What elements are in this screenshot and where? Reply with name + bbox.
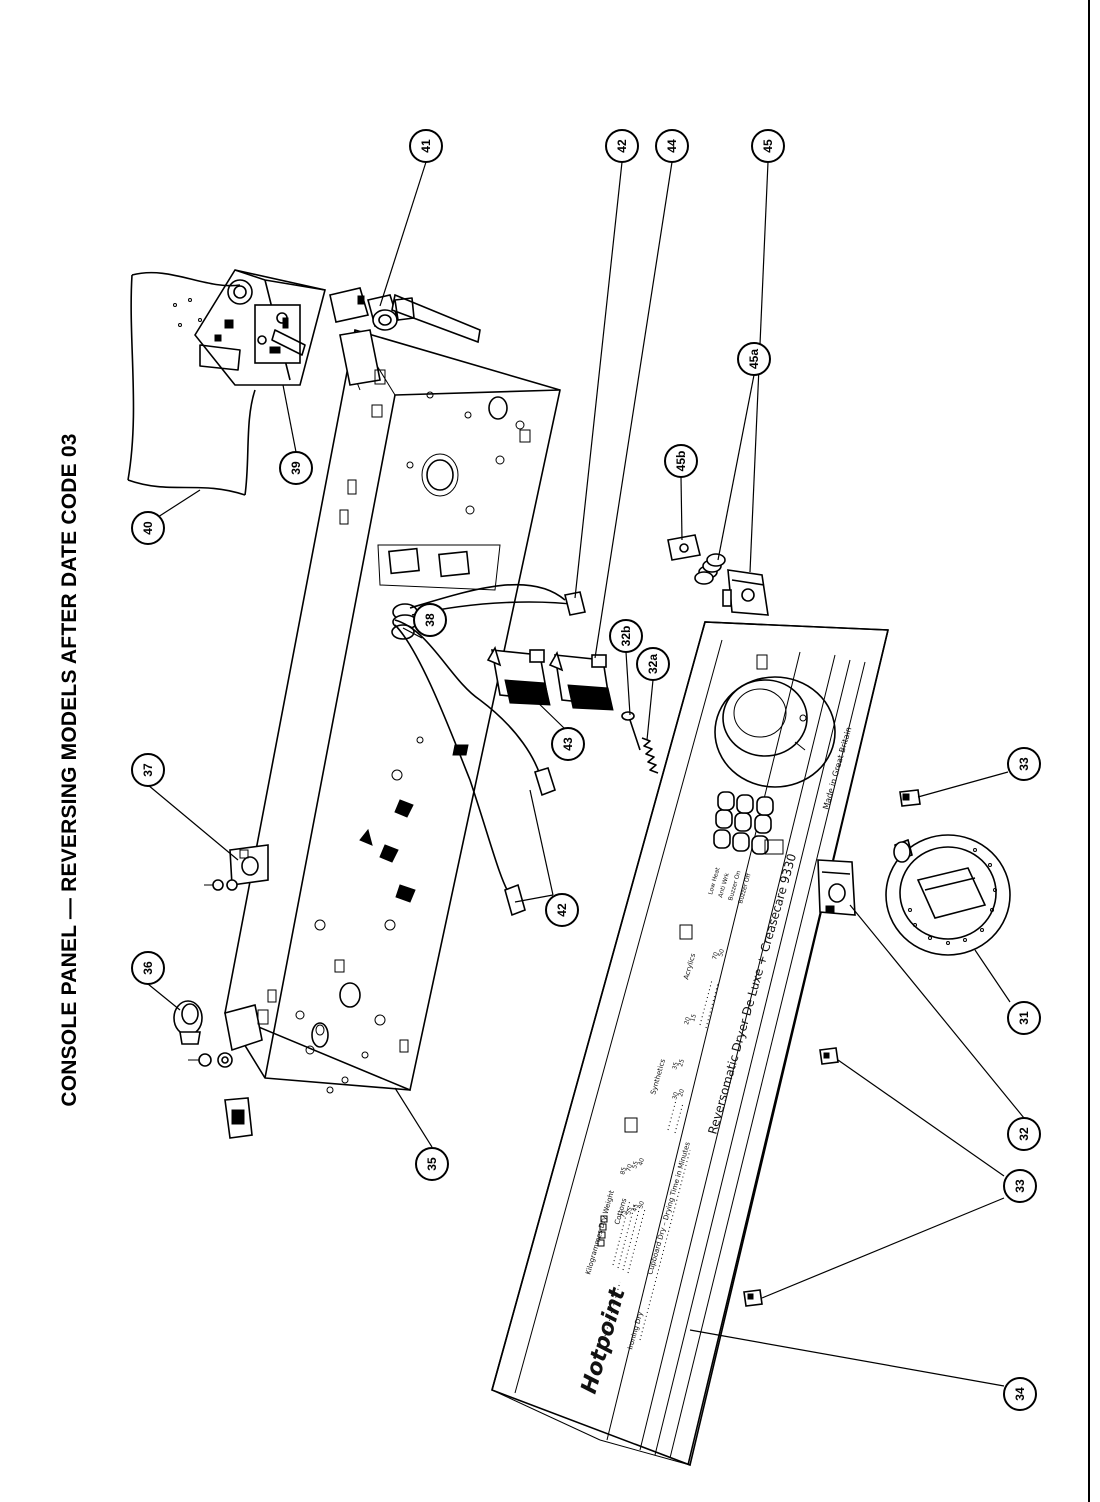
- acrylics-time-2: 50: [717, 948, 726, 957]
- callout-44-label: 44: [665, 139, 679, 153]
- cottons-time-b3: 45: [631, 1203, 640, 1212]
- metal-chassis-bracket: [224, 328, 561, 1094]
- callout-32-label: 32: [1017, 1127, 1031, 1141]
- part-32b-screw: [621, 711, 641, 751]
- cottons-time-3: 55: [631, 1160, 640, 1169]
- cottons-time-4: 40: [637, 1157, 646, 1166]
- synthetics-time-2: 25: [677, 1058, 686, 1067]
- callout-45-label: 45: [761, 139, 775, 153]
- cottons-times: 85 70 55 40 75 55 45 30: [619, 1157, 646, 1218]
- part-32a-spring: [641, 737, 659, 774]
- cottons-time-b1: 75: [619, 1209, 628, 1218]
- part-40-diagram-sheet: [127, 271, 256, 496]
- cottons-time-b2: 55: [625, 1206, 634, 1215]
- callout-32a: 32a: [636, 647, 670, 681]
- synthetics-time-4: 15: [689, 1013, 698, 1022]
- part-45-switch-body: [722, 569, 769, 616]
- callout-31-label: 31: [1017, 1011, 1031, 1025]
- part-32-push-button: [817, 859, 856, 916]
- part-33-clip-3: [743, 1289, 763, 1307]
- callout-42b: 42: [545, 893, 579, 927]
- acrylics-times: 70 50: [711, 948, 726, 960]
- callout-33a: 33: [1007, 747, 1041, 781]
- part-45a-spring: [694, 553, 726, 585]
- leader-lines: [147, 161, 1025, 1387]
- callout-33b: 33: [1003, 1169, 1037, 1203]
- callout-45a: 45a: [737, 342, 771, 376]
- cottons-time-2: 70: [625, 1163, 634, 1172]
- callout-43-label: 43: [561, 737, 575, 751]
- part-38-grommet-harness: [391, 583, 586, 917]
- page-edge-line: [1088, 0, 1090, 1502]
- synthetics-time-3: 20: [683, 1016, 692, 1025]
- part-31-dial-knob: [885, 834, 1011, 956]
- callout-39: 39: [279, 451, 313, 485]
- cottons-time-1: 85: [619, 1166, 628, 1175]
- synthetics-time-1: 35: [671, 1061, 680, 1070]
- callout-45: 45: [751, 129, 785, 163]
- part-33-clip-2: [819, 1047, 839, 1065]
- callout-34-label: 34: [1013, 1387, 1027, 1401]
- callout-36-label: 36: [141, 961, 155, 975]
- callout-32a-label: 32a: [646, 654, 660, 674]
- callout-33b-label: 33: [1013, 1179, 1027, 1193]
- callout-42a: 42: [605, 129, 639, 163]
- synthetics-time-b1: 30: [671, 1091, 680, 1100]
- part-36-clip: [224, 1097, 253, 1139]
- callout-41: 41: [409, 129, 443, 163]
- synthetics-time-b2: 20: [677, 1088, 686, 1097]
- dotted-rows: [603, 979, 719, 1341]
- callout-42b-label: 42: [555, 903, 569, 917]
- callout-35: 35: [415, 1147, 449, 1181]
- callout-40-label: 40: [141, 521, 155, 535]
- part-45b-plate: [667, 534, 701, 561]
- callout-37-label: 37: [141, 763, 155, 777]
- callout-32b-label: 32b: [619, 626, 633, 647]
- part-39-timer: [194, 269, 326, 386]
- console-panel: Hotpoint Reversomatic Dryer De Luxe + Cr…: [491, 621, 890, 1467]
- callout-44: 44: [655, 129, 689, 163]
- callout-32b: 32b: [609, 619, 643, 653]
- callout-43: 43: [551, 727, 585, 761]
- weight-icons: [597, 1215, 608, 1247]
- callout-39-label: 39: [289, 461, 303, 475]
- callout-33a-label: 33: [1017, 757, 1031, 771]
- callout-41-label: 41: [419, 139, 433, 153]
- acrylics-time-1: 70: [711, 951, 720, 960]
- callout-38-label: 38: [423, 613, 437, 627]
- callout-45b-label: 45b: [674, 451, 688, 472]
- callout-40: 40: [131, 511, 165, 545]
- callout-38: 38: [413, 603, 447, 637]
- callout-37: 37: [131, 753, 165, 787]
- part-44-rocker-switch: [548, 650, 614, 711]
- callout-32: 32: [1007, 1117, 1041, 1151]
- callout-34: 34: [1003, 1377, 1037, 1411]
- part-41-lever: [329, 287, 481, 344]
- callout-36: 36: [131, 951, 165, 985]
- part-36-bush: [173, 1000, 233, 1068]
- part-37-bush: [204, 844, 269, 891]
- callout-31: 31: [1007, 1001, 1041, 1035]
- callout-42a-label: 42: [615, 139, 629, 153]
- synthetics-times: 35 25 20 15 30 20: [671, 1013, 698, 1100]
- callout-45a-label: 45a: [747, 349, 761, 369]
- callout-35-label: 35: [425, 1157, 439, 1171]
- cottons-time-b4: 30: [637, 1200, 646, 1209]
- callout-45b: 45b: [664, 444, 698, 478]
- part-43-rocker-switch: [486, 645, 551, 706]
- part-33-clip-1: [899, 789, 921, 807]
